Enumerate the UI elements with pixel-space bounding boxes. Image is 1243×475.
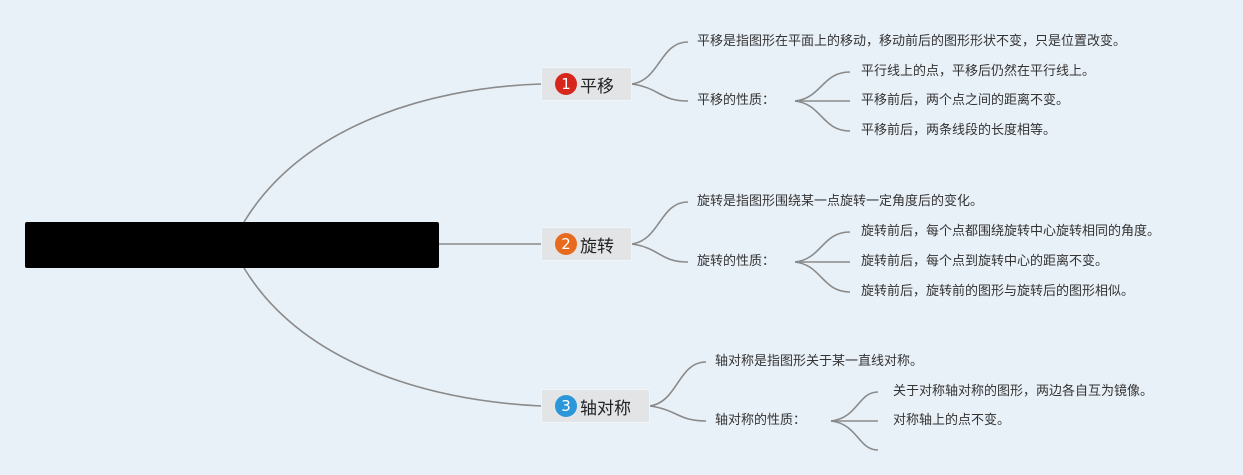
topic-title: 轴对称: [580, 398, 631, 419]
badge-3-icon: 3: [555, 395, 577, 417]
topic-1-property-3[interactable]: 平移前后，两条线段的长度相等。: [861, 123, 1057, 138]
topic-2-definition[interactable]: 旋转是指图形围绕某一点旋转一定角度后的变化。: [697, 194, 984, 209]
topic-3-property-label[interactable]: 轴对称的性质：: [715, 413, 807, 428]
topic-axial-symmetry[interactable]: 3 轴对称: [541, 389, 650, 423]
topic-rotation[interactable]: 2 旋转: [541, 227, 632, 261]
badge-1-icon: 1: [555, 73, 577, 95]
topic-1-definition[interactable]: 平移是指图形在平面上的移动，移动前后的图形形状不变，只是位置改变。: [697, 34, 1127, 49]
topic-1-property-label[interactable]: 平移的性质：: [697, 93, 776, 108]
connector-t2-p1: [794, 231, 851, 263]
topic-2-property-2[interactable]: 旋转前后，每个点到旋转中心的距离不变。: [861, 254, 1109, 269]
connector-t1-prop: [631, 83, 689, 102]
badge-2-icon: 2: [555, 233, 577, 255]
topic-2-property-1[interactable]: 旋转前后，每个点都围绕旋转中心旋转相同的角度。: [861, 224, 1161, 239]
connector-t3-def: [649, 361, 707, 407]
connector-t1-p1: [794, 71, 851, 102]
topic-title: 平移: [580, 76, 614, 97]
topic-2-property-3[interactable]: 旋转前后，旋转前的图形与旋转后的图形相似。: [861, 284, 1135, 299]
topic-1-property-2[interactable]: 平移前后，两个点之间的距离不变。: [861, 93, 1070, 108]
root-topic[interactable]: [25, 222, 439, 268]
connector-t2-p3: [794, 261, 851, 293]
topic-1-property-1[interactable]: 平行线上的点，平移后仍然在平行线上。: [861, 64, 1096, 79]
topic-3-property-1[interactable]: 关于对称轴对称的图形，两边各自互为镜像。: [893, 384, 1154, 399]
topic-title: 旋转: [580, 236, 614, 257]
connector-t3-p3: [830, 420, 879, 451]
connector-t2-def: [631, 201, 689, 245]
connector-root-topic1: [243, 83, 542, 223]
connector-t1-def: [631, 41, 689, 85]
connector-t2-prop: [631, 243, 689, 263]
topic-2-property-label[interactable]: 旋转的性质：: [697, 254, 776, 269]
connector-t3-p1: [830, 391, 879, 422]
topic-3-definition[interactable]: 轴对称是指图形关于某一直线对称。: [715, 354, 924, 369]
connector-t3-prop: [649, 405, 707, 422]
topic-translation[interactable]: 1 平移: [541, 67, 632, 101]
connector-root-topic3: [243, 267, 542, 407]
topic-3-property-2[interactable]: 对称轴上的点不变。: [893, 413, 1011, 428]
connector-t1-p3: [794, 100, 851, 132]
